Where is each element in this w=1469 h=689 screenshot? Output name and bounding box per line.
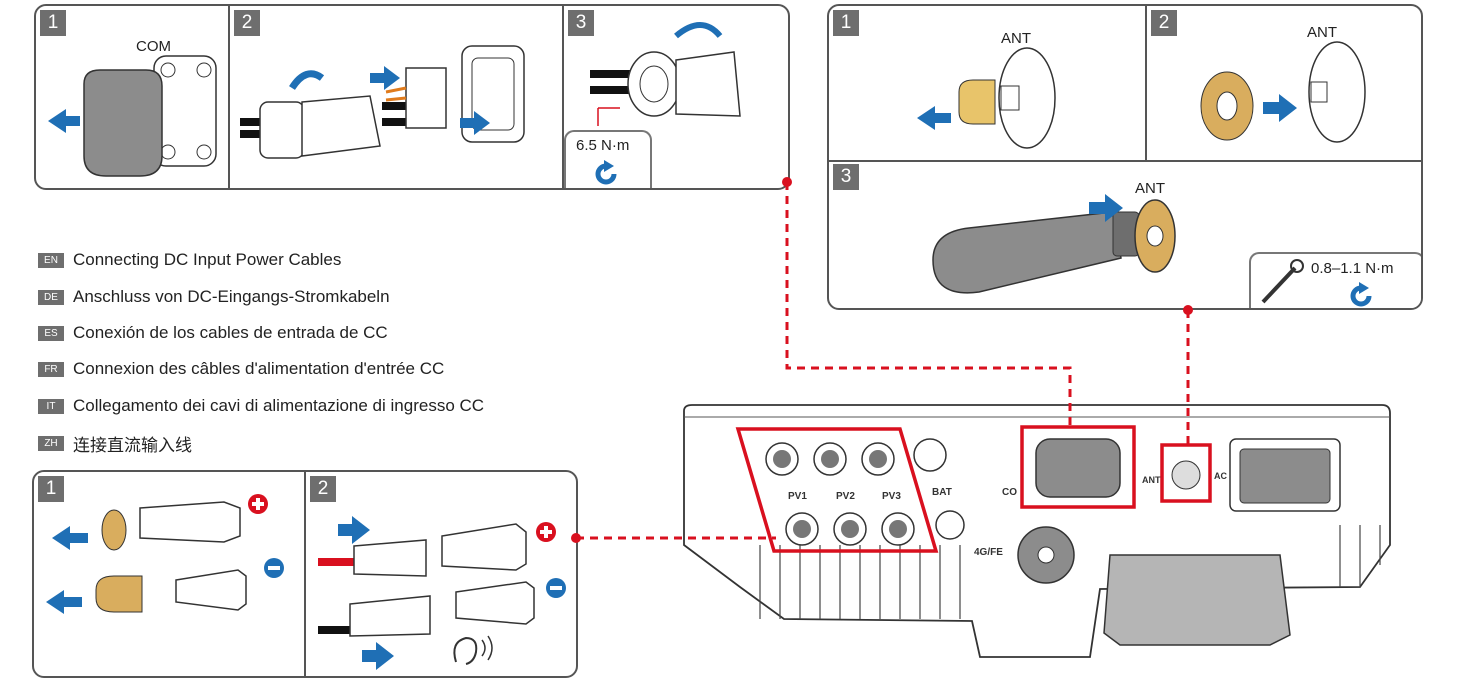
language-code: EN [38, 252, 64, 268]
language-item: FR Connexion des câbles d'alimentation d… [38, 358, 444, 380]
port-label: BAT [932, 487, 952, 498]
language-code: IT [38, 398, 64, 414]
language-text: Collegamento dei cavi di alimentazione d… [73, 396, 485, 415]
language-text: Conexión de los cables de entrada de CC [73, 323, 388, 342]
arrow-left-icon [46, 590, 82, 614]
divider [829, 160, 1421, 162]
port-label: ANT [1142, 475, 1161, 485]
ant-step-1: 1 ANT [829, 6, 1145, 160]
rotate-arrow-icon [674, 22, 723, 39]
arrow-right-icon [362, 642, 394, 670]
rotate-arrow-icon [289, 70, 325, 90]
step-badge: 2 [1151, 10, 1177, 36]
torque-value: 0.8–1.1 N·m [1311, 260, 1394, 277]
com-step-1: 1 COM [36, 6, 228, 188]
language-code: DE [38, 289, 64, 305]
port-label: 4G/FE [974, 547, 1003, 558]
com-label: COM [136, 38, 171, 55]
com-connector-assembly-illustration [240, 45, 525, 159]
port-label: CO [1002, 487, 1017, 498]
step-badge: 3 [568, 10, 594, 36]
dc-connector-mating-illustration [318, 516, 566, 670]
com-cover-removal-illustration [48, 55, 217, 177]
arrow-right-icon [1263, 94, 1297, 122]
step-badge: 1 [833, 10, 859, 36]
language-item: ZH 连接直流输入线 [38, 432, 192, 455]
wrench-icon [1261, 259, 1304, 304]
ant-port-highlight [1160, 443, 1212, 503]
com-step-2: 2 [228, 6, 564, 188]
port-label: PV3 [882, 491, 901, 502]
dc-step-2: 2 [304, 472, 576, 676]
ant-cap-removal-illustration [917, 47, 1056, 149]
antenna-panel: 1 ANT 2 ANT 3 ANT [827, 4, 1423, 310]
language-text: 连接直流输入线 [73, 435, 192, 455]
language-text: Connexion des câbles d'alimentation d'en… [73, 359, 445, 378]
language-text: Connecting DC Input Power Cables [73, 250, 342, 269]
language-item: ES Conexión de los cables de entrada de … [38, 322, 388, 344]
inverter-illustration: PV1 PV2 PV3 BAT 4G/FE CO ANT AC [683, 404, 1391, 658]
language-code: ZH [38, 435, 64, 451]
ant-step-3: 3 ANT 0.8–1.1 N·m [829, 160, 1421, 308]
step-badge: 1 [38, 476, 64, 502]
step-badge: 2 [310, 476, 336, 502]
ant-washer-illustration [1200, 41, 1366, 143]
dc-cap-removal-illustration [46, 494, 284, 614]
step-badge: 2 [234, 10, 260, 36]
click-sound-icon [453, 635, 493, 665]
clockwise-rotate-icon [595, 160, 617, 185]
clockwise-rotate-icon [1350, 282, 1372, 307]
arrow-left-icon [917, 106, 951, 130]
com-step-3: 3 6.5 N·m [562, 6, 788, 188]
language-item: DE Anschluss von DC-Eingangs-Stromkabeln [38, 286, 390, 308]
com-port-highlight [1020, 425, 1136, 509]
language-item: EN Connecting DC Input Power Cables [38, 249, 341, 271]
ant-label: ANT [1307, 24, 1337, 41]
torque-value: 6.5 N·m [576, 137, 630, 154]
com-connection-panel: 1 COM 2 [34, 4, 790, 190]
arrow-left-icon [52, 526, 88, 550]
dc-connector-panel: 1 2 [32, 470, 578, 678]
arrow-right-icon [338, 516, 370, 544]
language-item: IT Collegamento dei cavi di alimentazion… [38, 395, 484, 417]
language-code: ES [38, 325, 64, 341]
port-label: PV1 [788, 491, 807, 502]
port-label: PV2 [836, 491, 855, 502]
torque-box: 0.8–1.1 N·m [1249, 252, 1421, 308]
arrow-right-icon [460, 111, 490, 135]
ant-label: ANT [1001, 30, 1031, 47]
arrow-right-icon [370, 66, 400, 90]
step-badge: 1 [40, 10, 66, 36]
ant-step-2: 2 ANT [1145, 6, 1421, 160]
dc-step-1: 1 [34, 472, 304, 676]
torque-box: 6.5 N·m [564, 130, 652, 188]
com-tighten-illustration [590, 22, 741, 126]
pv-ports-highlight [735, 427, 939, 553]
language-text: Anschluss von DC-Eingangs-Stromkabeln [73, 287, 390, 306]
arrow-right-icon [1089, 194, 1123, 222]
port-label: AC [1214, 471, 1227, 481]
language-code: FR [38, 361, 64, 377]
arrow-left-icon [48, 109, 80, 133]
ant-label: ANT [1135, 180, 1165, 197]
